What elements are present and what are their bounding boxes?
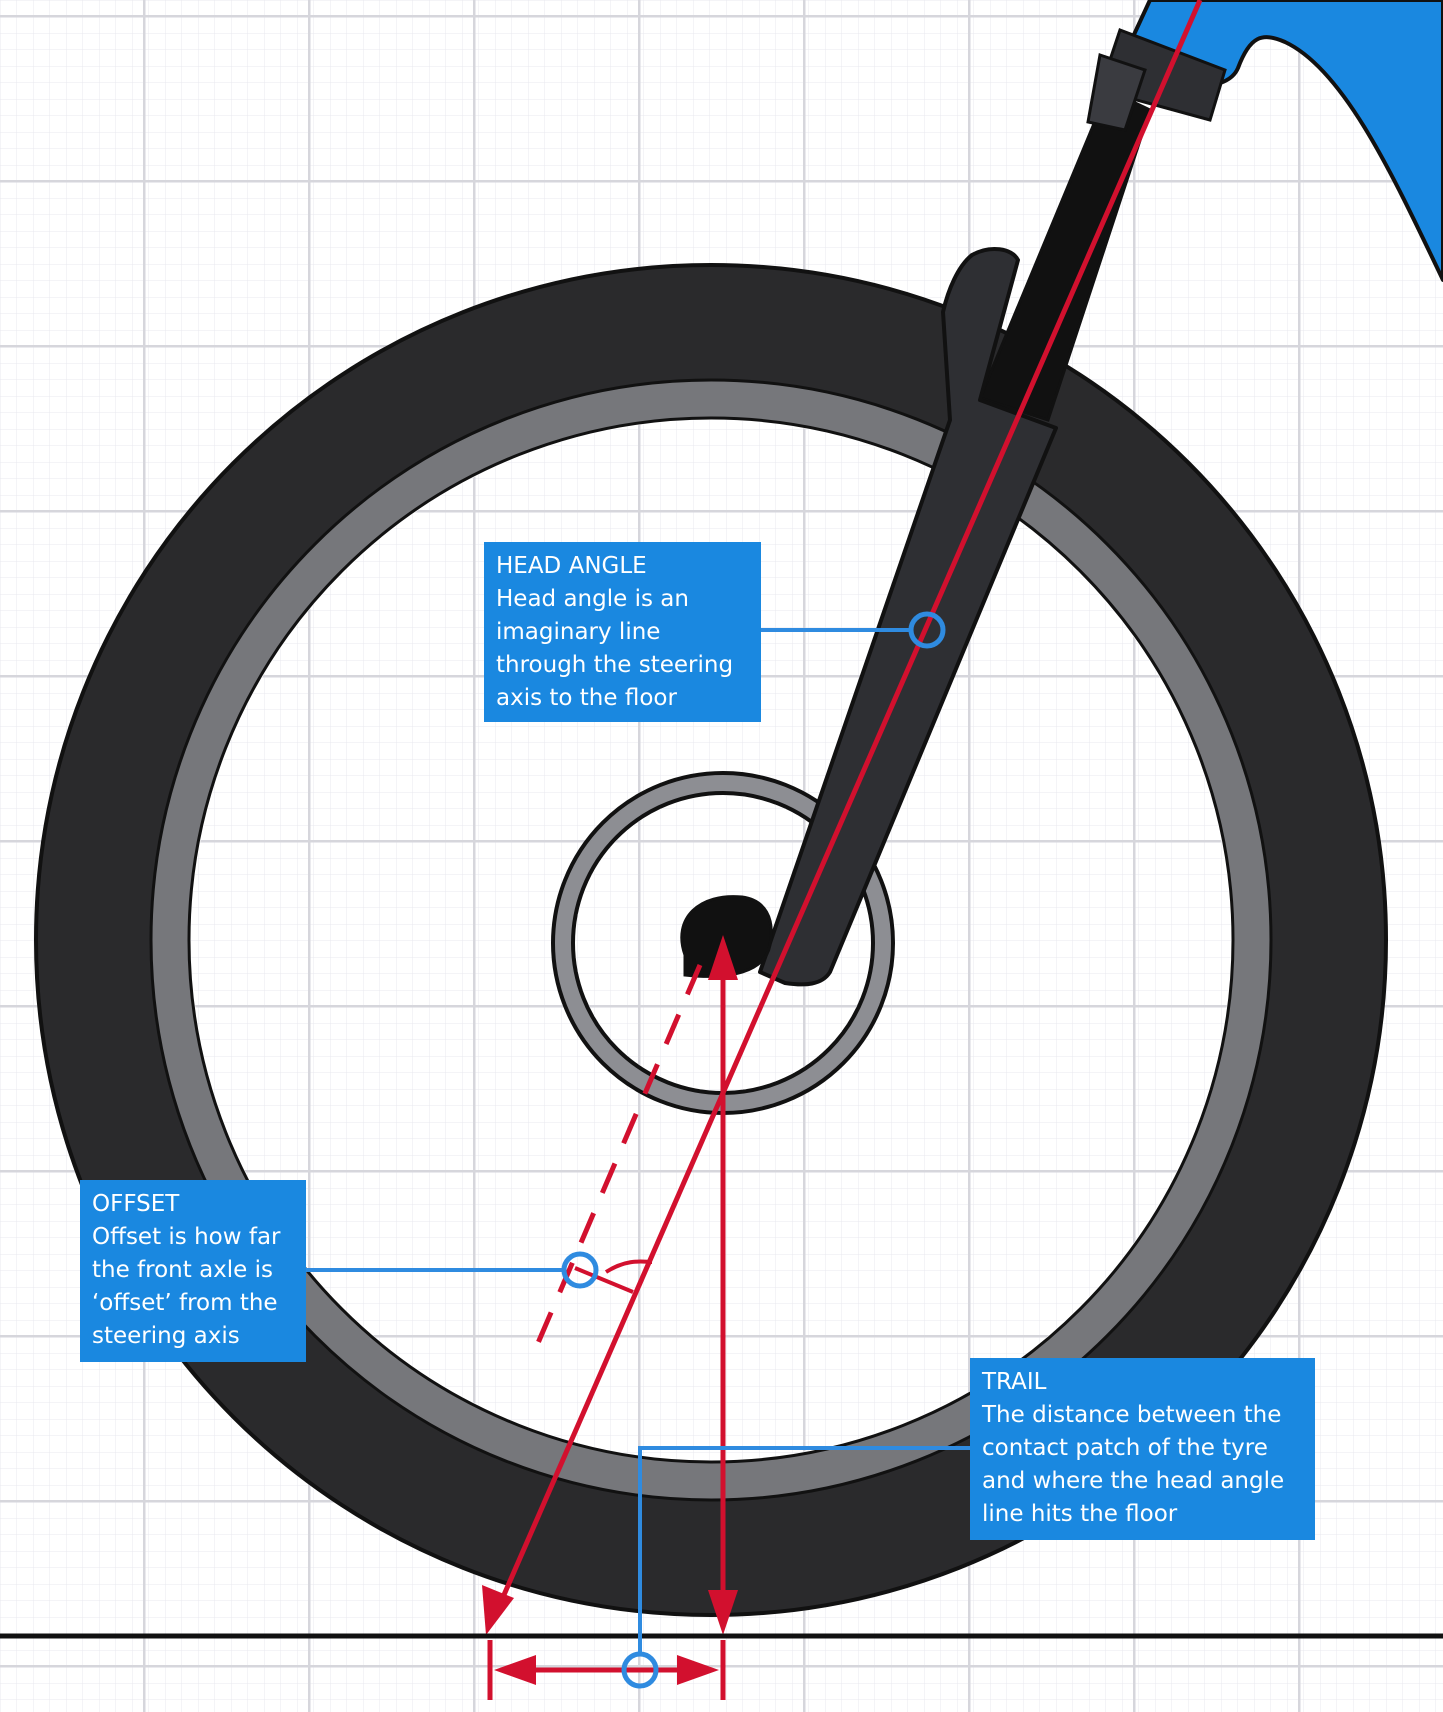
offset-text-line: Offset is how far	[92, 1224, 281, 1250]
offset-callout: OFFSET Offset is how far the front axle …	[80, 1180, 306, 1362]
trail-leader	[638, 1446, 970, 1654]
head-angle-marker	[908, 611, 946, 649]
axle-vertical-arrow-bottom	[708, 1590, 738, 1635]
axle-vertical-arrow-top	[708, 935, 738, 980]
fork-steerer	[977, 87, 1152, 422]
head-angle-text-line: imaginary line	[496, 619, 661, 645]
fork-leg	[758, 247, 1058, 987]
offset-marker	[561, 1251, 599, 1289]
head-angle-callout: HEAD ANGLE Head angle is an imaginary li…	[484, 542, 761, 722]
offset-text-line: the front axle is	[92, 1257, 274, 1283]
head-angle-text-line: Head angle is an	[496, 586, 689, 612]
head-angle-title: HEAD ANGLE	[496, 553, 647, 579]
offset-right-angle	[574, 1266, 634, 1294]
head-angle-text-line: axis to the floor	[496, 685, 677, 711]
trail-title: TRAIL	[982, 1369, 1047, 1395]
trail-text-line: line hits the floor	[982, 1501, 1178, 1527]
trail-text-line: The distance between the	[982, 1402, 1282, 1428]
trail-text-line: contact patch of the tyre	[982, 1435, 1268, 1461]
offset-text-line: steering axis	[92, 1323, 240, 1349]
headset-cap	[1086, 53, 1147, 132]
trail-arrow-right	[677, 1655, 719, 1685]
offset-angle-arc	[604, 1259, 653, 1274]
trail-marker	[621, 1651, 659, 1689]
head-angle-text-line: through the steering	[496, 652, 734, 678]
steering-axis-arrowhead	[482, 1585, 514, 1635]
trail-arrow-left	[494, 1655, 536, 1685]
offset-text-line: ‘offset’ from the	[92, 1290, 278, 1316]
offset-title: OFFSET	[92, 1191, 180, 1217]
trail-callout: TRAIL The distance between the contact p…	[970, 1358, 1315, 1540]
trail-text-line: and where the head angle	[982, 1468, 1285, 1494]
steering-axis-line	[490, 0, 1203, 1621]
offset-dashed-line	[532, 964, 703, 1351]
